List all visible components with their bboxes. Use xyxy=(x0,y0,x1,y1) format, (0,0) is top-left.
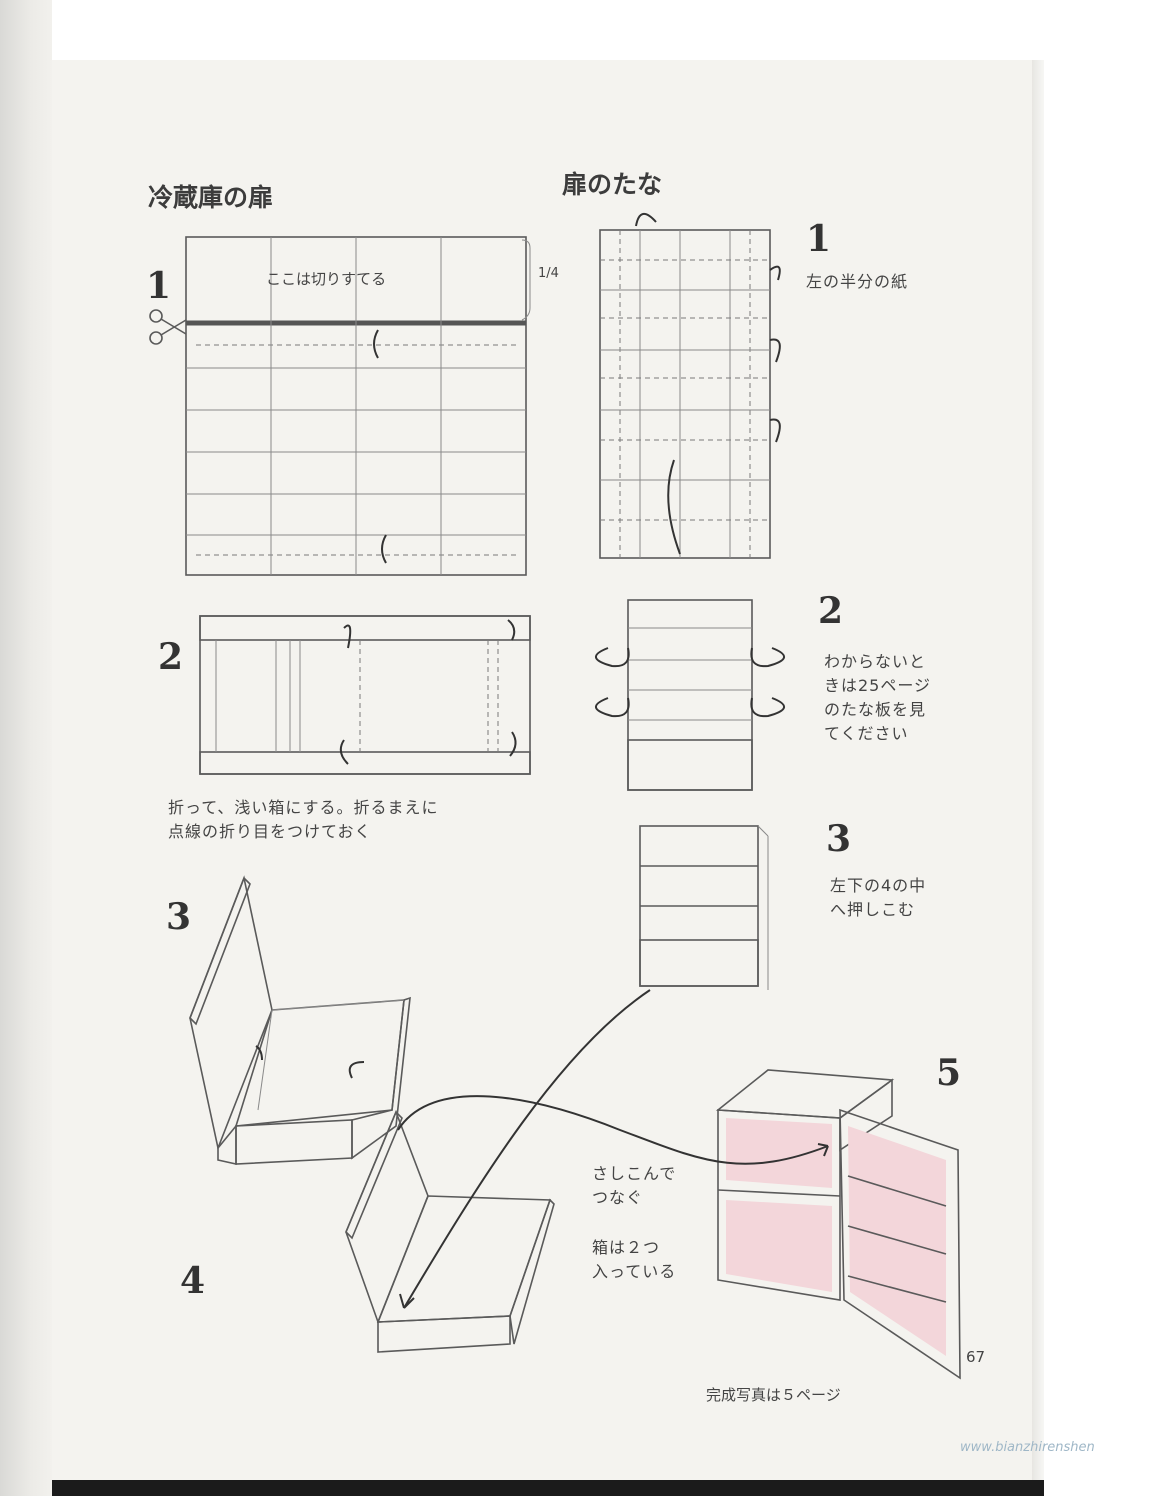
book-edge xyxy=(0,0,52,1496)
shelf-step1-diagram xyxy=(599,213,781,559)
page-edge xyxy=(1032,60,1044,1480)
door-step4-number: 4 xyxy=(180,1260,206,1302)
door-step1-number: 1 xyxy=(146,265,172,307)
shelf-step2-note: わからないと きは25ページ のたな板を見 てください xyxy=(824,652,932,743)
shelf-step3-number: 3 xyxy=(826,818,852,860)
door-step1-fraction: 1/4 xyxy=(538,266,559,281)
shelf-step1-note: 左の半分の紙 xyxy=(806,272,909,291)
fridge-step5-diagram xyxy=(715,1069,961,1380)
shelf-section-title: 扉のたな xyxy=(562,170,663,199)
shelf-step2-diagram xyxy=(595,599,785,791)
shelf-step1-number: 1 xyxy=(806,218,832,260)
door-step3-diagram xyxy=(189,875,411,1165)
door-step2-note: 折って、浅い箱にする。折るまえに 点線の折り目をつけておく xyxy=(168,798,439,841)
shelf-step3-diagram xyxy=(639,825,769,990)
watermark: www.bianzhirenshen xyxy=(960,1440,1095,1455)
scissors-icon xyxy=(149,309,187,345)
insert-note: さしこんで つなぐ xyxy=(592,1164,677,1207)
door-step1-diagram xyxy=(185,236,531,576)
door-step1-cut-label: ここは切りすてる xyxy=(266,270,387,288)
shelf-step2-number: 2 xyxy=(818,590,844,632)
book-cover-edge xyxy=(52,1480,1044,1496)
page-number: 67 xyxy=(966,1348,986,1366)
door-step4-diagram xyxy=(345,1109,555,1353)
shelf-step3-note: 左下の4の中 へ押しこむ xyxy=(830,876,927,919)
connector-arrows xyxy=(397,989,829,1309)
door-step2-number: 2 xyxy=(158,636,184,678)
door-section-title: 冷蔵庫の扉 xyxy=(148,183,274,212)
photo-note: 完成写真は５ページ xyxy=(706,1386,841,1404)
door-step3-number: 3 xyxy=(166,896,192,938)
shelves-note: 箱は２つ 入っている xyxy=(592,1238,677,1281)
fridge-step5-number: 5 xyxy=(936,1052,962,1094)
door-step2-diagram xyxy=(199,615,531,775)
